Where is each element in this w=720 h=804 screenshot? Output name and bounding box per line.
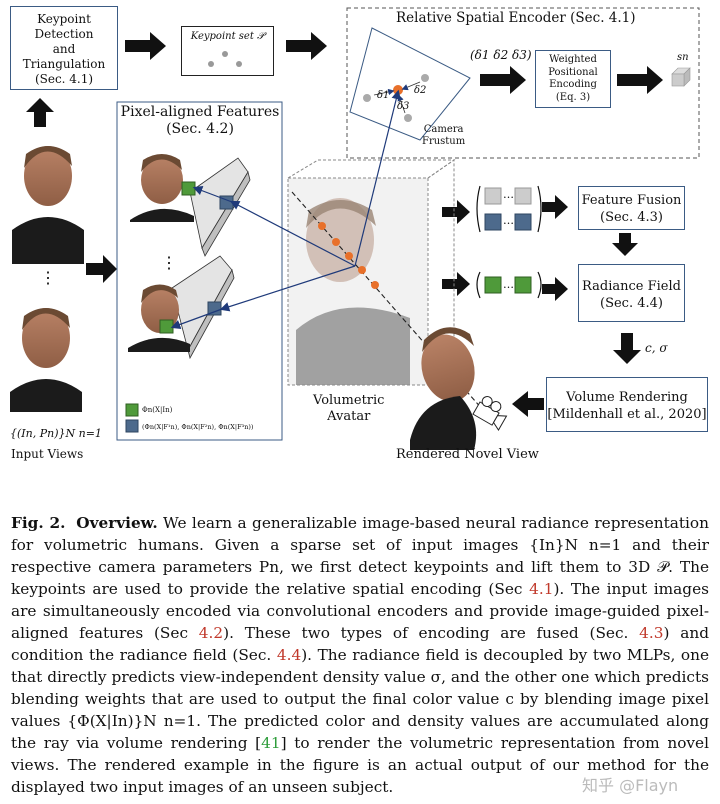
- keypoint-detection-box: Keypoint Detection and Triangulation (Se…: [10, 6, 118, 90]
- paf-title: Pixel-aligned Features (Sec. 4.2): [120, 104, 280, 137]
- arrow-set-to-rse: [286, 32, 327, 60]
- rendered-novel-view-label: Rendered Novel View: [396, 447, 539, 462]
- caption-text: ). These two types of encoding are fused…: [223, 624, 640, 642]
- green-feature-top: [181, 181, 196, 196]
- section-ref[interactable]: 4.3: [639, 624, 664, 642]
- paf-region: [116, 101, 283, 441]
- section-ref[interactable]: 4.1: [529, 580, 554, 598]
- arrow-radiance-to-volrender: [613, 333, 641, 364]
- volumetric-avatar-box: [287, 159, 456, 386]
- keypoint-set-label: Keypoint set 𝒫: [190, 31, 265, 42]
- camera-frustum: [349, 27, 471, 141]
- input-view-top: [12, 146, 84, 264]
- svg-text:⋮: ⋮: [40, 268, 56, 287]
- caption-text: ] to render the volumetric representatio…: [11, 734, 709, 796]
- feature-fusion-box: Feature Fusion (Sec. 4.3): [578, 186, 685, 230]
- input-views-set: {(In, Pn)}N n=1: [10, 427, 102, 440]
- svg-text:…: …: [503, 188, 514, 201]
- rendered-novel-view-image: [410, 327, 508, 450]
- input-view-bottom: [10, 308, 82, 412]
- keypoint-3: [404, 114, 412, 122]
- section-ref[interactable]: 4.2: [198, 624, 224, 642]
- weighted-positional-encoding-box: Weighted Positional Encoding (Eq. 3): [535, 50, 611, 108]
- keypoint-1: [363, 94, 371, 102]
- ray-samples: [318, 222, 379, 289]
- overview-diagram: ⋮ … … …: [10, 7, 700, 450]
- delta2-label: δ2: [414, 85, 427, 96]
- c-sigma-label: c, σ: [645, 341, 668, 355]
- phi-label: Φn(X|In): [142, 406, 173, 414]
- fig-title: Overview.: [76, 514, 158, 532]
- caption-text: ). The input images are simultaneously e…: [11, 580, 709, 642]
- delta3-label: δ3: [397, 101, 410, 112]
- arrow-to-radiance-feats: [442, 272, 470, 296]
- arrow-views-to-paf: [86, 255, 117, 283]
- deltas-tuple: (δ1 δ2 δ3): [470, 48, 532, 62]
- keypoint-2: [421, 74, 429, 82]
- arrow-kp-to-set: [125, 32, 166, 60]
- arrow-feats-to-fusion: [542, 195, 568, 219]
- camera-frustum-label: Camera Frustum: [422, 124, 466, 147]
- arrow-fusion-to-radiance: [612, 233, 638, 256]
- caption-text: ) and condition the radiance field (Sec.: [11, 624, 709, 664]
- legend-green-cube: [125, 403, 139, 417]
- paf-head-top: [130, 154, 194, 222]
- arrow-to-fusion-feats: [442, 200, 470, 224]
- rse-region: [346, 7, 700, 159]
- sn-cube: [671, 67, 691, 87]
- figure-caption: Fig. 2. Overview. We learn a generalizab…: [11, 512, 709, 798]
- keypoint-box-line: (Sec. 4.1): [34, 72, 94, 86]
- radiance-feature-stack: …: [476, 271, 542, 299]
- svg-text:…: …: [503, 278, 514, 291]
- svg-text:…: …: [503, 214, 514, 227]
- citation-ref[interactable]: 41: [261, 734, 281, 752]
- keypoint-box-line: and: [52, 42, 76, 56]
- caption-text: We learn a generalizable image-based neu…: [11, 514, 709, 598]
- volumetric-avatar-label: Volumetric Avatar: [313, 393, 385, 424]
- feature-plane-top: [189, 157, 249, 250]
- volume-rendering-box: Volume Rendering [Mildenhall et al., 202…: [546, 377, 708, 432]
- delta1-label: δ1: [377, 90, 390, 101]
- keypoint-box-line: Keypoint: [37, 12, 91, 26]
- sn-label: sn: [677, 52, 689, 63]
- arrow-up-keypoint: [26, 98, 54, 127]
- phi-tuple: (Φn(X|F¹n), Φn(X|F²n), Φn(X|F³n)): [142, 423, 254, 431]
- arrow-deltas-to-wpe: [480, 66, 526, 94]
- section-ref[interactable]: 4.4: [276, 646, 302, 664]
- green-feature-bottom: [159, 319, 174, 334]
- keypoint-box-line: Detection: [34, 27, 94, 41]
- arrow-volrender-to-novel: [512, 391, 544, 417]
- watermark: 知乎 @Flayn: [582, 776, 679, 795]
- svg-text:⋮: ⋮: [161, 253, 177, 272]
- arrow-wpe-to-sn: [617, 66, 663, 94]
- flow-arrows: [26, 32, 663, 417]
- fig-label: Fig. 2.: [11, 514, 66, 532]
- fusion-feature-stack: … …: [476, 185, 542, 233]
- caption-text: ). The radiance field is decoupled by tw…: [11, 646, 709, 752]
- legend-blue-cube: [125, 419, 139, 433]
- radiance-field-box: Radiance Field (Sec. 4.4): [578, 264, 685, 322]
- keypoint-box-line: Triangulation: [22, 57, 106, 71]
- input-views-label: Input Views: [11, 447, 84, 461]
- rse-title: Relative Spatial Encoder (Sec. 4.1): [396, 10, 636, 26]
- keypoint-set-box: Keypoint set 𝒫: [181, 26, 274, 76]
- arrow-feats-to-radiance: [542, 277, 568, 301]
- camera-icon: [472, 396, 508, 431]
